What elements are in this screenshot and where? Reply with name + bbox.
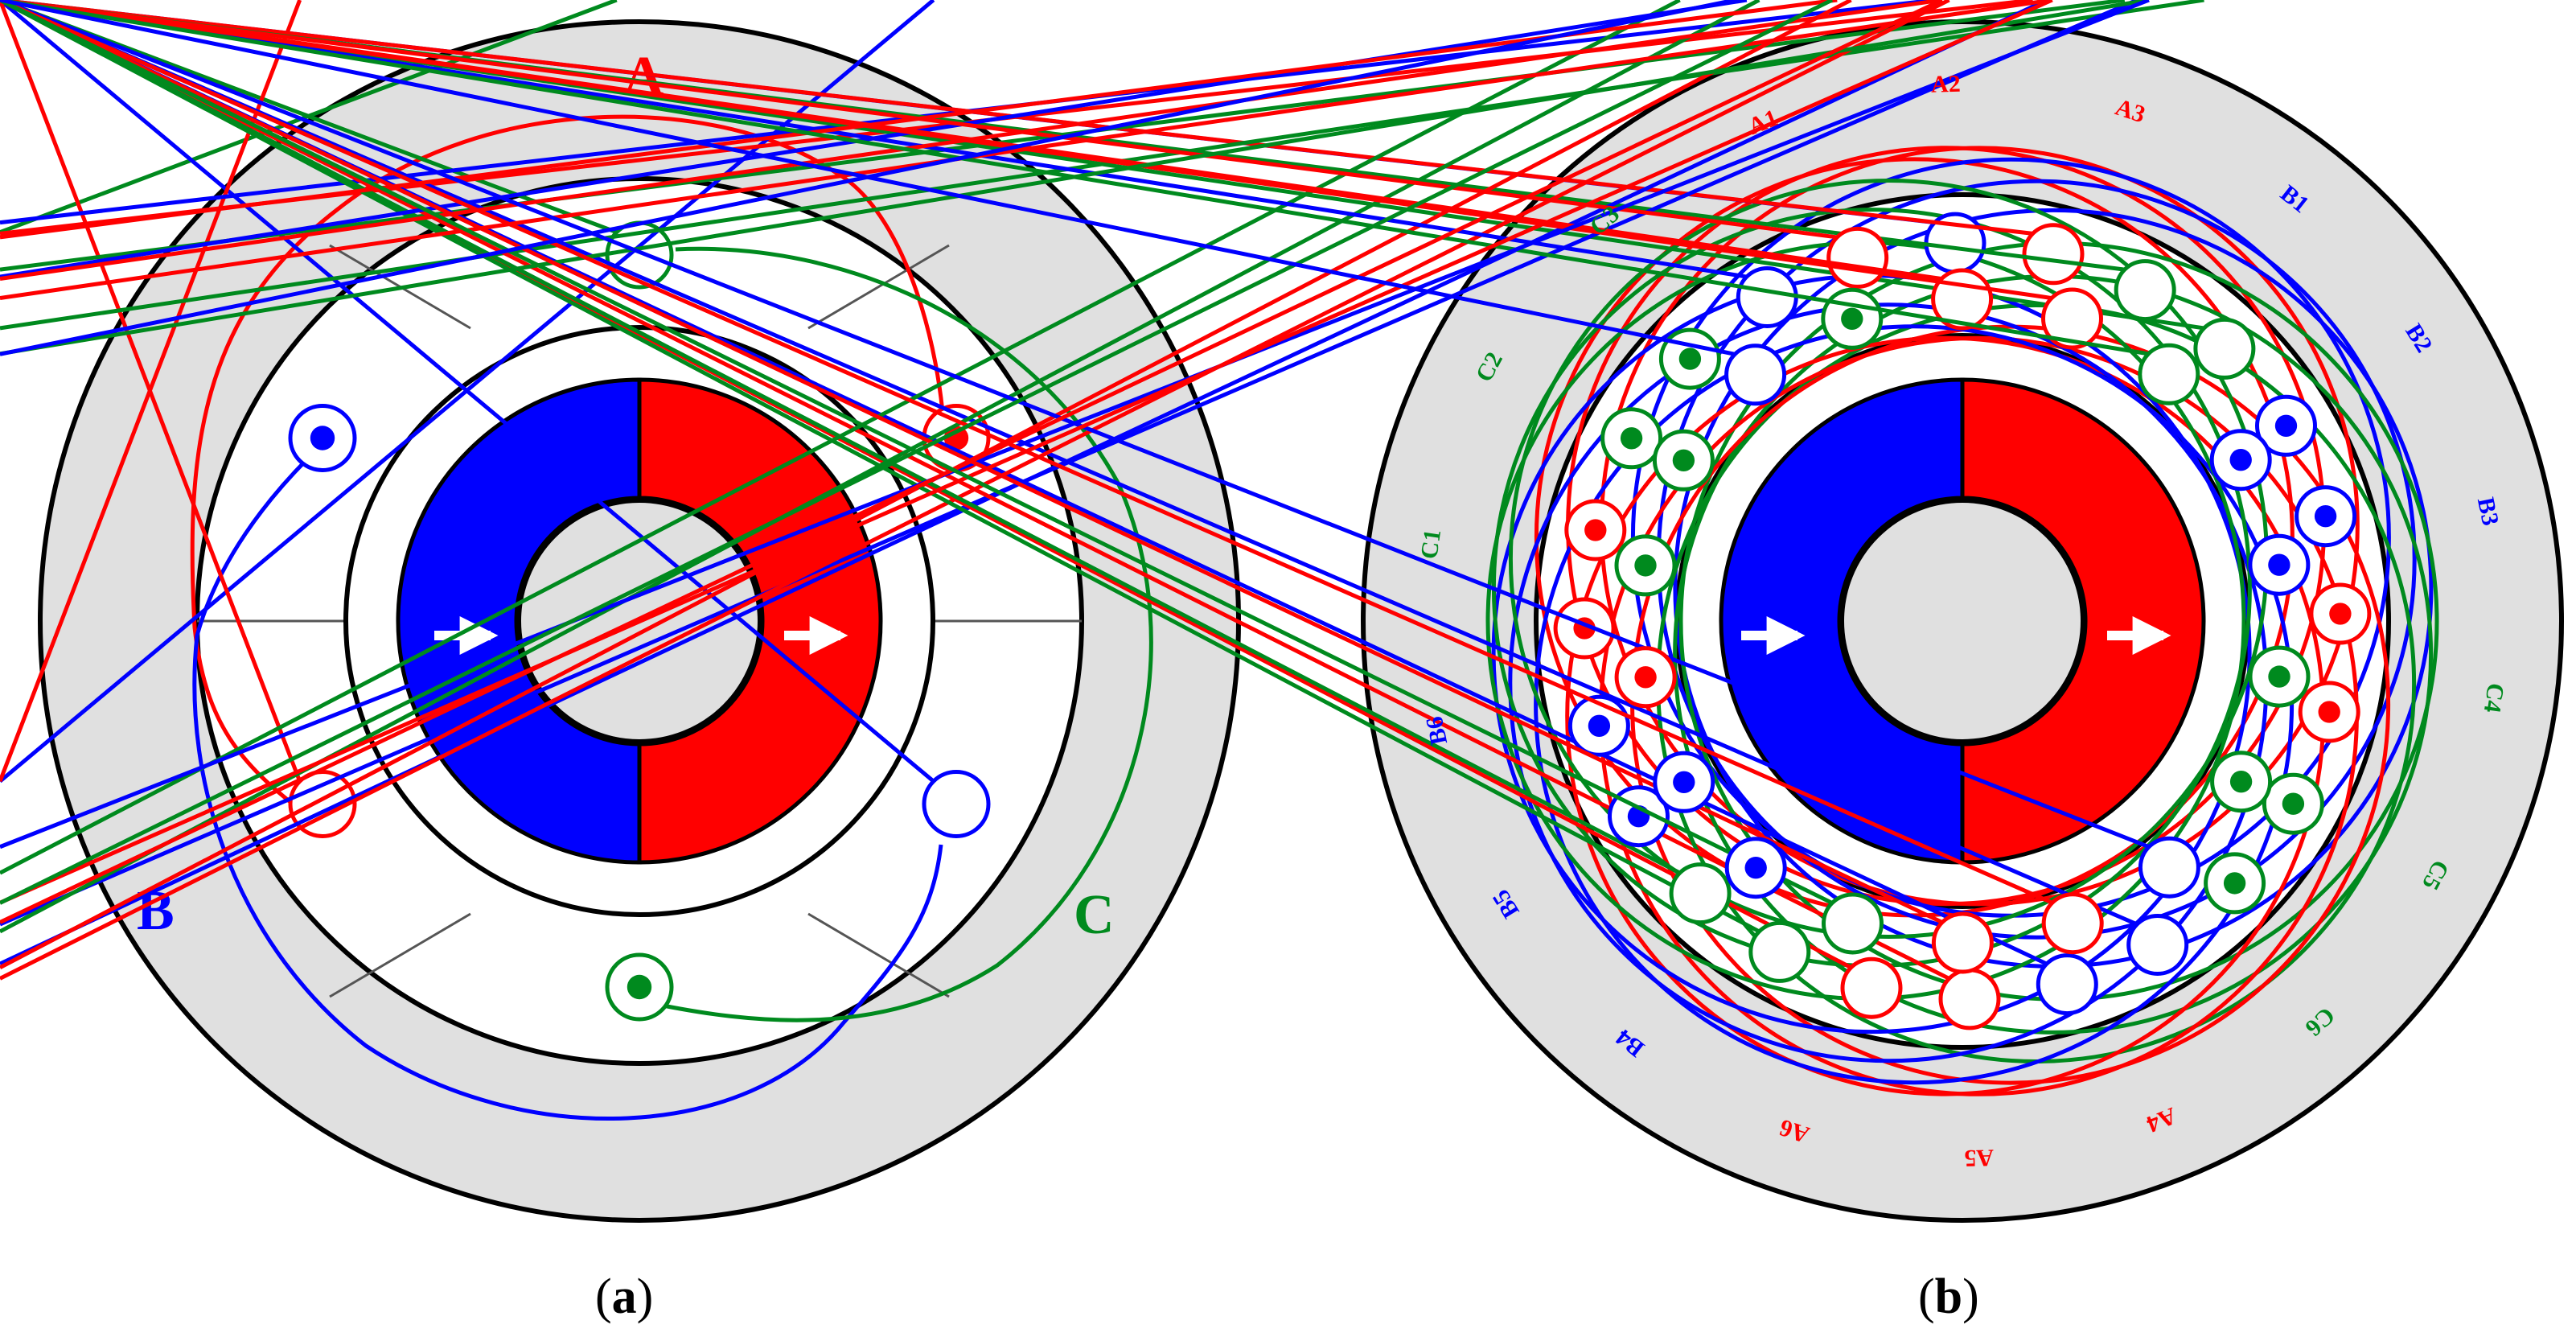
conductor-phase-a-dot: [2309, 582, 2372, 645]
coil-label-c1: C1: [1415, 528, 1446, 561]
coil-label-b6: B6: [1421, 714, 1452, 747]
conductor-phase-a-dot: [1553, 597, 1616, 660]
rotor-bore: [1839, 498, 2085, 744]
cross-icon: [0, 0, 1760, 934]
cross-icon: [0, 0, 2149, 356]
svg-text:(b): (b): [1918, 1269, 1979, 1324]
conductor-phase-c-dot: [2248, 645, 2311, 708]
dot-icon: [1634, 666, 1657, 689]
cross-icon: [0, 0, 2150, 849]
conductor-phase-b-dot: [2295, 485, 2357, 548]
dot-icon: [1673, 771, 1695, 793]
coil-label-c4: C4: [2479, 681, 2509, 714]
coil-label-a5: A5: [1964, 1144, 1995, 1171]
dot-icon: [2314, 505, 2337, 528]
conductor-phase-a-dot: [2298, 681, 2360, 743]
dot-icon: [2318, 701, 2340, 723]
coil-label-b3: B3: [2472, 495, 2504, 528]
dot-icon: [2268, 553, 2290, 576]
coil-label-a2: A2: [1930, 71, 1961, 98]
dot-icon: [1588, 714, 1611, 737]
dot-icon: [2274, 414, 2298, 437]
cross-icon: [0, 0, 2053, 905]
dot-icon: [1584, 519, 1607, 541]
conductor-phase-b-cross: [0, 0, 1787, 406]
panel-a-concentrated-winding: A B C: [0, 0, 1241, 1223]
conductor-phase-b-dot: [2209, 429, 2272, 492]
cross-icon: [0, 0, 1944, 924]
cross-icon: [0, 0, 2052, 301]
conductor-phase-b-dot: [2255, 394, 2317, 457]
dot-icon: [1620, 427, 1643, 450]
dot-icon: [1672, 449, 1695, 471]
dot-icon: [1678, 348, 1702, 370]
cross-icon: [0, 0, 1834, 905]
conductor-phase-b-dot: [2248, 533, 2311, 596]
cross-icon: [0, 0, 1681, 875]
conductor-phase-b-dot: [1724, 837, 1787, 899]
cross-icon: [0, 0, 935, 784]
dot-icon: [2329, 603, 2352, 625]
dot-icon: [1841, 307, 1863, 330]
dot-icon: [2223, 872, 2246, 895]
conductor-phase-b-dot: [288, 404, 357, 472]
conductor-phase-c-cross: [0, 0, 1732, 925]
conductor-phase-c-dot: [1658, 327, 1721, 390]
conductor-phase-c-dot: [605, 952, 674, 1022]
caption-b: (b): [1918, 1269, 1979, 1324]
panel-b-conductors: [0, 0, 2372, 1030]
conductor-phase-a-cross: [0, 0, 1994, 974]
conductor-phase-c-cross: [0, 0, 1884, 955]
phase-label-c: C: [1074, 884, 1115, 946]
conductor-phase-c-cross: [0, 0, 1811, 983]
dot-icon: [310, 426, 335, 450]
conductor-phase-c-dot: [1614, 534, 1677, 597]
dot-icon: [1744, 857, 1767, 879]
dot-icon: [2282, 792, 2305, 815]
conductor-phase-c-dot: [2210, 751, 2273, 813]
conductor-phase-c-dot: [1600, 407, 1663, 470]
conductor-phase-a-dot: [1564, 499, 1627, 561]
dot-icon: [2229, 771, 2253, 793]
conductor-phase-b-cross: [0, 0, 2200, 899]
dot-icon: [2229, 449, 2252, 471]
conductor-phase-a-cross: [0, 0, 2103, 350]
conductor-phase-c-dot: [1652, 429, 1715, 492]
dot-icon: [2268, 665, 2290, 688]
conductor-phase-a-cross: [0, 0, 2104, 955]
caption-a: (a): [595, 1269, 653, 1324]
conductor-phase-b-cross: [0, 0, 991, 838]
cross-icon: [0, 0, 1838, 240]
cross-icon: [0, 0, 1736, 356]
conductor-phase-c-dot: [2262, 772, 2324, 835]
svg-text:(a): (a): [595, 1269, 653, 1324]
conductor-phase-c-cross: [0, 0, 2200, 405]
conductor-phase-c-dot: [1821, 287, 1884, 350]
dot-icon: [943, 426, 969, 450]
dot-icon: [1634, 554, 1657, 577]
dot-icon: [627, 974, 652, 1000]
conductor-phase-c-dot: [2204, 852, 2266, 915]
phase-c-coil: [643, 246, 1153, 1022]
conductor-phase-a-dot: [1614, 646, 1677, 709]
conductor-phase-b-dot: [1653, 751, 1715, 813]
